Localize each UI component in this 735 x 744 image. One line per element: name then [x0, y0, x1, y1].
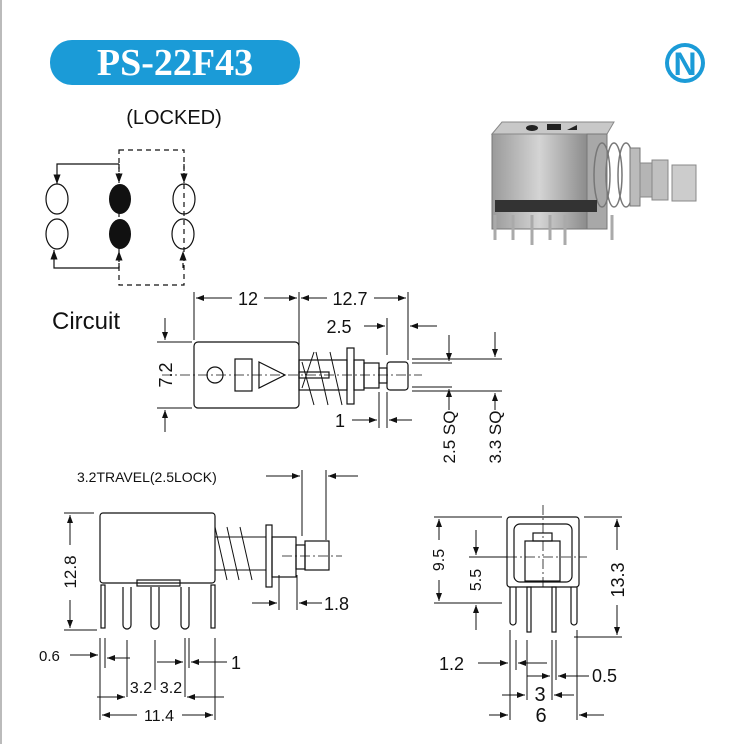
model-title: PS-22F43: [97, 42, 253, 84]
dim-pin-width: 0.6: [39, 648, 60, 665]
dim-center-height: 5.5: [468, 569, 485, 591]
locked-label: (LOCKED): [126, 107, 222, 129]
dim-travel: 3.2TRAVEL(2.5LOCK): [77, 469, 217, 485]
model-title-badge: PS-22F43: [50, 40, 300, 85]
dim-pitch-2: 3.2: [160, 680, 182, 697]
common-terminal: [109, 184, 131, 214]
circuit-schematic: [45, 149, 196, 286]
product-photo: [490, 121, 697, 245]
dim-outer-pitch: 6: [535, 705, 546, 727]
end-view-drawing: 9.5 5.5 13.3 1.2 0.5 3 6: [431, 505, 628, 727]
dim-button-length: 2.5: [326, 317, 351, 337]
dim-pin-thickness-end: 0.5: [592, 666, 617, 686]
dim-inner-pitch: 3: [534, 684, 545, 706]
dim-height-to-pcb: 9.5: [431, 549, 448, 571]
dim-pin-thickness: 1: [231, 653, 241, 673]
dim-body-width: 7.2: [156, 362, 176, 387]
dim-body-length: 12: [238, 289, 258, 309]
terminal: [171, 218, 195, 250]
pins: [100, 584, 216, 630]
dim-neck-length: 1: [335, 411, 345, 431]
dim-overall-height: 13.3: [608, 562, 628, 597]
terminal: [172, 183, 196, 215]
common-terminal: [109, 219, 131, 249]
dim-button-offset: 1.8: [324, 594, 349, 614]
terminal: [45, 218, 69, 250]
dim-pitch-1: 3.2: [130, 680, 152, 697]
dim-plunger-length: 12.7: [332, 289, 367, 309]
brand-logo-letter: N: [673, 46, 696, 82]
dim-overall-width: 11.4: [144, 708, 174, 725]
brand-logo: N: [665, 43, 705, 83]
dim-height: 12.8: [61, 555, 80, 588]
end-pins: [509, 586, 578, 633]
dim-flange-square: 3.3 SQ: [486, 411, 505, 464]
side-view-drawing: 3.2TRAVEL(2.5LOCK) 12.8 1.8 0.6 1 3.2 3.…: [39, 469, 358, 725]
dim-pin-offset: 1.2: [439, 654, 464, 674]
terminal: [45, 183, 69, 215]
top-view-drawing: 12 12.7 2.5 7.2 1 2.5 SQ 3.3 SQ: [156, 289, 505, 463]
circuit-label: Circuit: [52, 308, 120, 335]
dim-button-square: 2.5 SQ: [440, 411, 459, 464]
